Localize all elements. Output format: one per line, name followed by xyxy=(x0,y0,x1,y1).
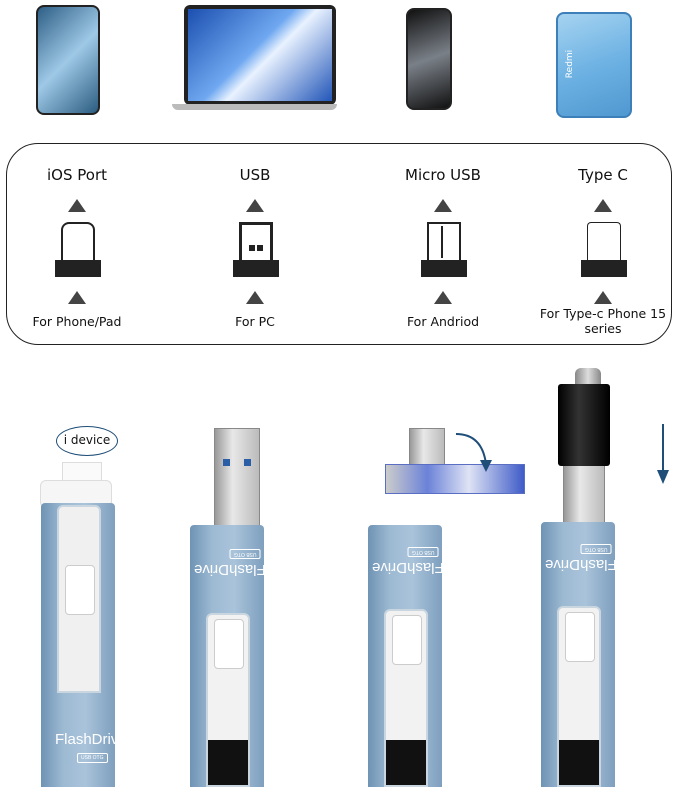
arrow-up-icon xyxy=(68,291,86,304)
flash-drive-micro-usb: USB OTG FlashDrive xyxy=(368,525,444,787)
flash-drive-usb: USB OTG FlashDrive xyxy=(190,525,266,787)
type-c-base-connector xyxy=(563,460,605,524)
iphone-image xyxy=(36,5,100,115)
port-label: For Phone/Pad xyxy=(32,314,122,329)
arrow-down-icon xyxy=(657,424,669,484)
arrow-up-icon xyxy=(246,199,264,212)
type-c-port-icon xyxy=(581,222,627,277)
arrow-up-icon xyxy=(594,199,612,212)
port-title: USB xyxy=(239,166,271,184)
brand-label: FlashDrive xyxy=(545,556,617,573)
port-label: For Type-c Phone 15 series xyxy=(539,306,667,336)
laptop-image xyxy=(184,5,336,105)
arrow-up-icon xyxy=(246,291,264,304)
redmi-label: Redmi xyxy=(565,49,576,79)
brand-label: FlashDrive xyxy=(55,731,127,748)
usb-a-connector xyxy=(214,428,260,526)
lightning-port-icon xyxy=(55,222,101,277)
type-c-tip xyxy=(575,368,601,388)
arrow-up-icon xyxy=(434,199,452,212)
port-title: iOS Port xyxy=(47,166,107,184)
arrow-up-icon xyxy=(594,291,612,304)
micro-usb-adapter xyxy=(385,464,525,494)
port-title: Micro USB xyxy=(405,166,481,184)
usb-otg-badge: USB OTG xyxy=(581,544,612,554)
arrow-up-icon xyxy=(68,199,86,212)
port-label: For PC xyxy=(235,314,275,329)
micro-usb-port-icon xyxy=(421,222,467,277)
usb-otg-badge: USB OTG xyxy=(230,549,261,559)
port-label: For Andriod xyxy=(406,314,480,329)
flash-drive-ios: FlashDrive USB OTG xyxy=(41,503,127,787)
port-title: Type C xyxy=(578,166,628,184)
usb-otg-badge: USB OTG xyxy=(408,547,439,557)
rotate-arrow-icon xyxy=(455,433,492,472)
arrow-up-icon xyxy=(434,291,452,304)
redmi-phone-image: Redmi xyxy=(556,12,632,118)
port-types-panel: iOS Port For Phone/Pad USB For PC Micro … xyxy=(6,143,672,345)
i-device-callout: i device xyxy=(56,426,118,456)
flash-drive-type-c: USB OTG FlashDrive xyxy=(541,522,617,787)
laptop-base xyxy=(172,104,337,110)
type-c-adapter-cap xyxy=(558,384,610,466)
brand-label: FlashDrive xyxy=(194,561,266,578)
usb-otg-badge: USB OTG xyxy=(77,753,108,763)
usb-a-port-icon xyxy=(233,222,279,277)
brand-label: FlashDrive xyxy=(372,559,444,576)
micro-usb-connector xyxy=(409,428,445,470)
samsung-phone-image xyxy=(406,8,452,110)
